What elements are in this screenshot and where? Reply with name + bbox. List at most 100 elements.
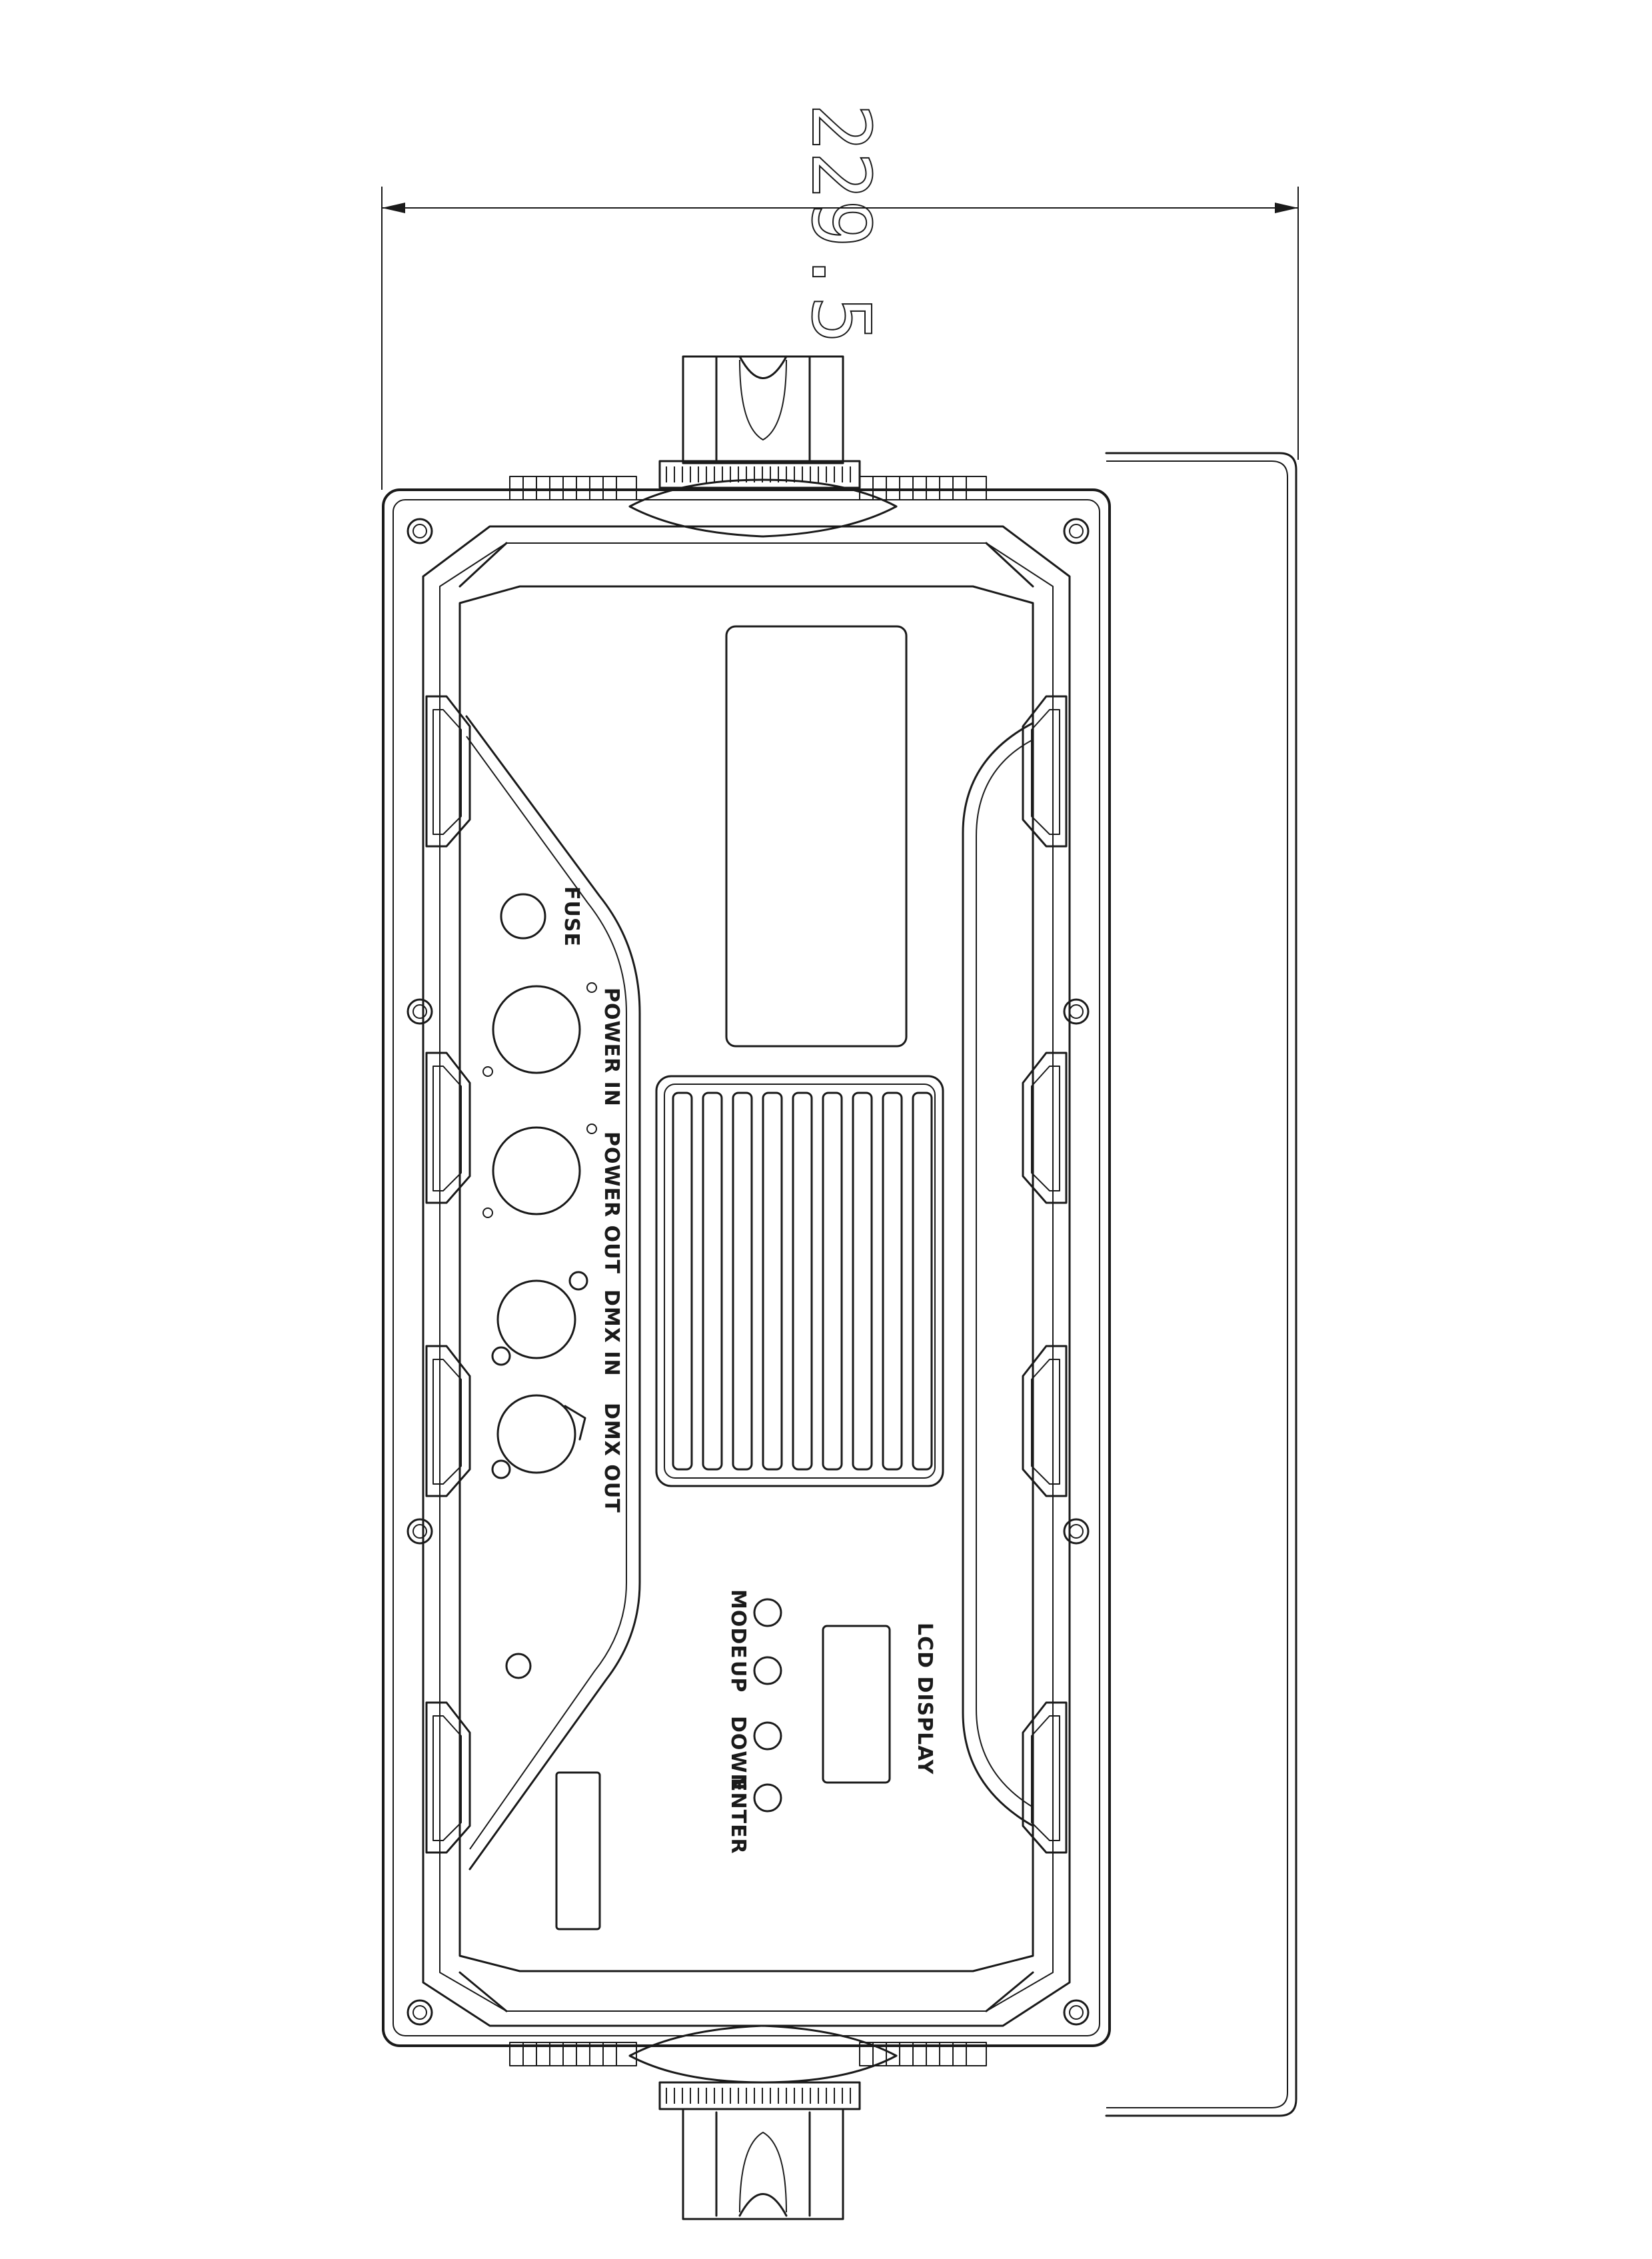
mode-button[interactable] bbox=[753, 1598, 782, 1627]
dmx-out-screw bbox=[491, 1459, 511, 1479]
top-knob bbox=[628, 355, 898, 538]
clamp-inner bbox=[432, 1359, 462, 1485]
dimension-value: 229.5 bbox=[794, 103, 886, 344]
connector-panel-edge-inner bbox=[466, 736, 627, 1850]
mode-label: MODE bbox=[726, 1589, 750, 1659]
power-out-label: POWER OUT bbox=[600, 1131, 623, 1274]
control-panel bbox=[753, 1598, 891, 1813]
bottom-fins-right bbox=[859, 2042, 987, 2066]
clamp-inner bbox=[432, 709, 462, 835]
top-fins bbox=[509, 476, 987, 500]
fuse-holder bbox=[500, 893, 546, 940]
clamp-inner bbox=[1031, 1359, 1060, 1485]
bottom-fins-left bbox=[509, 2042, 637, 2066]
dimension-group: 229.5 bbox=[381, 103, 1299, 490]
connector-panel-edge bbox=[465, 715, 641, 1871]
yoke-bracket-inner bbox=[1106, 460, 1288, 2108]
dmx-in-screw bbox=[491, 1346, 511, 1366]
corner-screws bbox=[407, 518, 1090, 2026]
up-label: UP bbox=[726, 1661, 750, 1693]
bottom-knob-detail bbox=[715, 2111, 811, 2217]
heat-sink bbox=[655, 1075, 944, 1487]
dmx-out-connector bbox=[496, 1394, 576, 1474]
enter-button[interactable] bbox=[753, 1783, 782, 1813]
heat-sink-fin bbox=[672, 1092, 693, 1471]
right-channel bbox=[962, 722, 1034, 1827]
clamp-inner bbox=[1031, 1066, 1060, 1191]
top-fins-left bbox=[509, 476, 637, 500]
screw-icon-inner bbox=[413, 1004, 427, 1019]
screw-icon-inner bbox=[1069, 1004, 1084, 1019]
heat-sink-fin bbox=[702, 1092, 723, 1471]
clamp-inner bbox=[1031, 709, 1060, 835]
side-clamps-left bbox=[425, 695, 471, 1854]
dimension-arrow-right bbox=[1275, 203, 1298, 213]
side-clamps-right bbox=[1022, 695, 1068, 1854]
display-window bbox=[725, 625, 908, 1048]
screw-icon bbox=[1063, 1518, 1090, 1545]
top-fins-left-lines bbox=[522, 476, 617, 500]
screw-icon-inner bbox=[1069, 524, 1084, 538]
power-in-label: POWER IN bbox=[600, 988, 623, 1107]
clamp bbox=[425, 1052, 471, 1204]
label-plate bbox=[555, 1771, 601, 1930]
housing-outer-inner bbox=[393, 499, 1100, 2036]
bottom-fins-left-lines bbox=[522, 2042, 617, 2066]
screw-icon-inner bbox=[413, 2005, 427, 2020]
dmx-out-label: DMX OUT bbox=[600, 1403, 623, 1513]
top-knob-collar bbox=[658, 460, 861, 489]
dmx-in-latch bbox=[568, 1271, 588, 1291]
screw-icon bbox=[1063, 998, 1090, 1025]
bezel-corner-lines bbox=[458, 542, 1034, 2012]
bottom-knob-base bbox=[628, 2024, 898, 2084]
clamp bbox=[1022, 1052, 1068, 1204]
top-fins-right bbox=[859, 476, 987, 500]
power-in-connector bbox=[492, 985, 581, 1074]
screw-icon bbox=[1063, 518, 1090, 544]
power-out-connector bbox=[492, 1126, 581, 1215]
dimension-arrow-left bbox=[382, 203, 405, 213]
top-knob-base bbox=[628, 478, 898, 538]
clamp-inner bbox=[432, 1715, 462, 1841]
up-button[interactable] bbox=[753, 1656, 782, 1685]
heat-sink-fin bbox=[822, 1092, 843, 1471]
dmx-in-label: DMX IN bbox=[600, 1289, 623, 1377]
connectors bbox=[482, 893, 601, 1930]
clamp bbox=[1022, 1701, 1068, 1854]
heat-sink-fin bbox=[882, 1092, 903, 1471]
clamp-inner bbox=[1031, 1715, 1060, 1841]
top-knob-groove bbox=[739, 359, 787, 440]
screw-icon-inner bbox=[413, 1524, 427, 1539]
clamp bbox=[1022, 695, 1068, 848]
mount-hole bbox=[586, 982, 597, 993]
fuse-label: FUSE bbox=[560, 886, 583, 947]
clamp-inner bbox=[432, 1066, 462, 1191]
heat-sink-fin bbox=[852, 1092, 873, 1471]
bottom-knob-groove bbox=[739, 2132, 787, 2213]
screw-icon-inner bbox=[1069, 1524, 1084, 1539]
mount-hole bbox=[482, 1066, 493, 1077]
heat-sink-fin bbox=[912, 1092, 933, 1471]
screw-icon-inner bbox=[1069, 2005, 1084, 2020]
heat-sink-frame-inner bbox=[664, 1084, 936, 1479]
heat-sink-fin bbox=[732, 1092, 753, 1471]
yoke-bracket bbox=[1105, 452, 1297, 2117]
lcd-display-window bbox=[822, 1625, 891, 1784]
bottom-knob bbox=[628, 2024, 898, 2220]
clamp bbox=[1022, 1345, 1068, 1497]
top-knob-detail bbox=[715, 355, 811, 461]
clamp bbox=[425, 1701, 471, 1854]
screw-icon bbox=[407, 518, 433, 544]
down-label: DOWN bbox=[726, 1716, 750, 1791]
heat-sink-fin bbox=[792, 1092, 813, 1471]
top-fins-right-lines bbox=[872, 476, 967, 500]
bottom-knob-knurl bbox=[666, 2088, 851, 2104]
enter-label: ENTER bbox=[726, 1778, 750, 1855]
dmx-out-latch bbox=[564, 1405, 586, 1441]
bottom-knob-body bbox=[682, 2108, 844, 2220]
clamp bbox=[425, 695, 471, 848]
inner-panel bbox=[458, 585, 1034, 1972]
housing-outer bbox=[382, 488, 1111, 2047]
down-button[interactable] bbox=[753, 1721, 782, 1751]
